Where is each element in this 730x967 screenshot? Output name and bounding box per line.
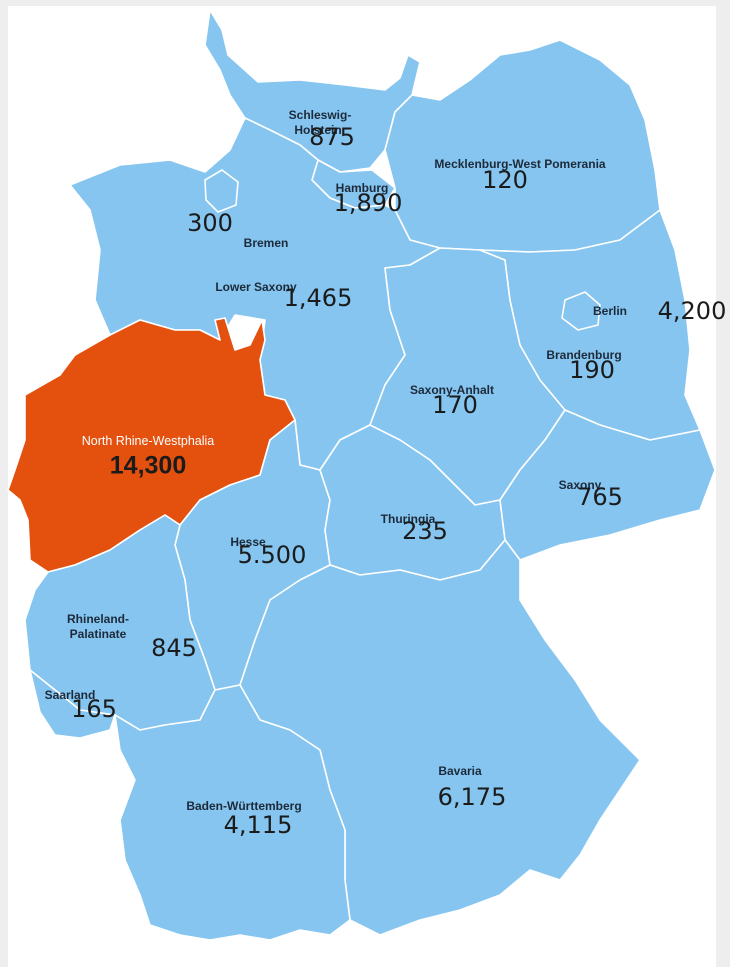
label-schleswig-holstein: Schleswig- — [288, 108, 352, 122]
value-brandenburg: 190 — [569, 356, 615, 384]
label-nrw: North Rhine-Westphalia — [81, 434, 215, 448]
value-berlin: 4,200 — [657, 297, 727, 325]
label-schleswig-holstein-2: Holstein — [294, 123, 342, 137]
label-bremen: Bremen — [243, 236, 289, 250]
label-bavaria: Bavaria — [438, 764, 482, 778]
label-baden-wurttemberg: Baden-Württemberg — [186, 799, 302, 813]
value-hamburg: 1,890 — [333, 189, 403, 217]
value-schleswig-holstein: 875 — [309, 123, 355, 151]
value-lower-saxony: 1,465 — [283, 284, 353, 312]
label-thuringia: Thuringia — [380, 512, 436, 526]
value-hesse: 5.500 — [237, 541, 307, 569]
state-saarland[interactable] — [29, 669, 116, 739]
state-mecklenburg[interactable] — [384, 39, 661, 253]
state-baden-wurttemberg[interactable] — [114, 684, 351, 941]
label-brandenburg: Brandenburg — [546, 348, 622, 362]
label-saarland: Saarland — [44, 688, 96, 702]
label-saxony-anhalt: Saxony-Anhalt — [409, 383, 495, 397]
label-hesse: Hesse — [230, 535, 266, 549]
value-rhineland-palatinate: 845 — [151, 634, 197, 662]
value-saxony-anhalt: 170 — [432, 391, 478, 419]
value-thuringia: 235 — [402, 517, 448, 545]
value-bavaria: 6,175 — [437, 783, 507, 811]
state-bremen[interactable] — [204, 169, 239, 213]
label-rhineland-palatinate-2: Palatinate — [69, 627, 127, 641]
label-hamburg: Hamburg — [335, 181, 389, 195]
value-baden-wurttemberg: 4,115 — [223, 811, 293, 839]
value-bremen: 300 — [187, 209, 233, 237]
label-rhineland-palatinate: Rhineland- — [67, 612, 129, 626]
state-saxony[interactable] — [499, 409, 716, 561]
value-saxony: 765 — [577, 483, 623, 511]
state-berlin[interactable] — [561, 291, 601, 331]
value-saarland: 165 — [71, 695, 117, 723]
label-mecklenburg: Mecklenburg-West Pomerania — [434, 157, 606, 171]
value-nrw: 14,300 — [109, 451, 187, 480]
label-lower-saxony: Lower Saxony — [215, 280, 297, 294]
label-saxony: Saxony — [558, 478, 602, 492]
value-mecklenburg: 120 — [482, 166, 528, 194]
label-berlin: Berlin — [592, 304, 628, 318]
